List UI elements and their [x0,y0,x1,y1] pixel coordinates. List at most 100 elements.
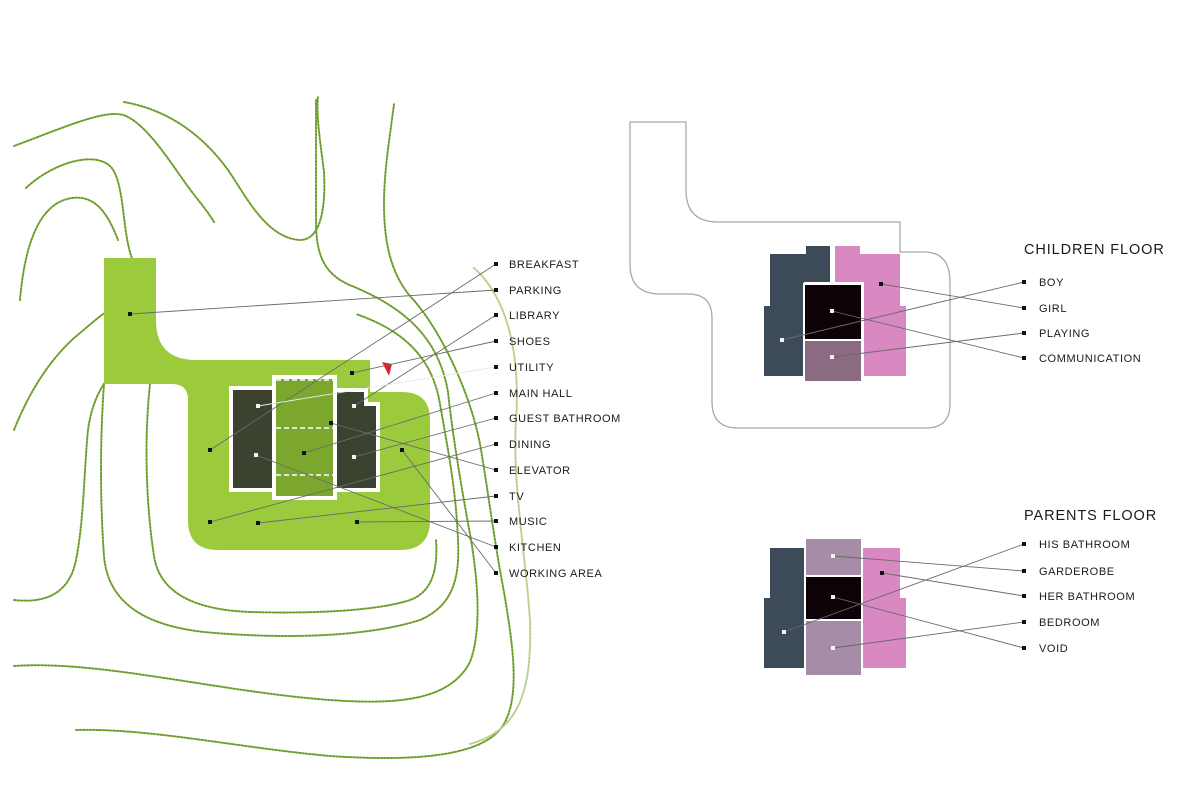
label-boy: BOY [1039,277,1064,289]
label-marker [1022,331,1026,335]
children-floor-labels: CHILDREN FLOOR BOY GIRL PLAYING COMMUNIC… [1022,242,1165,365]
leader-dot [831,554,835,558]
label-marker [494,365,498,369]
label-guest-bathroom: GUEST BATHROOM [509,413,621,425]
leader-line [401,449,497,574]
label-garderobe: GARDEROBE [1039,566,1115,578]
leader-dot [256,521,260,525]
leader-dot [880,571,884,575]
leader-line [353,417,497,458]
label-marker [494,339,498,343]
ground-floor-labels: BREAKFAST PARKING LIBRARY SHOES UTILITY … [494,259,621,580]
leader-line [255,454,497,548]
leader-dot [830,309,834,313]
label-communication: COMMUNICATION [1039,353,1141,365]
leader-dot [831,646,835,650]
label-marker [1022,280,1026,284]
label-marker [494,494,498,498]
leader-dot [352,404,356,408]
leader-dot [831,595,835,599]
label-marker [494,288,498,292]
label-marker [1022,620,1026,624]
black-room [803,283,863,341]
label-tv: TV [509,491,524,503]
contour-line [100,313,460,637]
contour-line [469,267,532,745]
label-marker [494,519,498,523]
pink-block [835,246,906,376]
central-hall [272,375,337,500]
leader-line [356,520,497,523]
parents-floor-title: PARENTS FLOOR [1024,508,1157,524]
leader-line [129,289,497,315]
mauve-room [803,339,863,383]
label-his-bathroom: HIS BATHROOM [1039,539,1130,551]
label-parking: PARKING [509,285,562,297]
label-marker [494,313,498,317]
label-girl: GIRL [1039,303,1067,315]
label-marker [1022,542,1026,546]
label-void: VOID [1039,643,1068,655]
label-marker [1022,569,1026,573]
leader-dot [780,338,784,342]
children-floor-leaders [780,281,1025,359]
leader-dot [329,421,333,425]
leader-line [832,596,1025,649]
label-music: MUSIC [509,516,547,528]
leader-line [880,283,1025,309]
leader-line [257,366,497,407]
label-library: LIBRARY [509,310,560,322]
label-marker [494,262,498,266]
leader-dot [128,312,132,316]
ground-floor-plan [104,258,430,550]
leader-line [351,340,497,374]
label-kitchen: KITCHEN [509,542,561,554]
contour-line [13,99,479,703]
leader-line [783,543,1025,633]
leader-dot [254,453,258,457]
label-marker [1022,646,1026,650]
label-breakfast: BREAKFAST [509,259,579,271]
children-floor-plan [629,121,951,429]
label-marker [494,416,498,420]
leader-line [881,572,1025,597]
slate-block [764,548,806,668]
contour-line [13,369,117,602]
east-wing [333,388,380,492]
label-marker [494,545,498,549]
children-floor-title: CHILDREN FLOOR [1024,242,1165,258]
leader-line [832,621,1025,649]
label-bedroom: BEDROOM [1039,617,1100,629]
label-marker [1022,594,1026,598]
leader-line [209,263,497,451]
label-marker [1022,306,1026,310]
label-marker [494,571,498,575]
leader-line [257,495,497,524]
contour-lines [13,95,532,760]
leader-dot [208,520,212,524]
leader-line [831,332,1025,358]
label-working-area: WORKING AREA [509,568,602,580]
slate-block [764,246,830,376]
leader-dot [256,404,260,408]
label-shoes: SHOES [509,336,551,348]
parents-floor-leaders [782,543,1025,650]
leader-dot [400,448,404,452]
pink-block [862,548,906,668]
label-her-bathroom: HER BATHROOM [1039,591,1135,603]
leader-line [831,310,1025,359]
label-utility: UTILITY [509,362,554,374]
ground-floor-leaders [128,263,497,574]
label-playing: PLAYING [1039,328,1090,340]
label-marker [494,468,498,472]
leader-dot [350,371,354,375]
leader-line [330,422,497,471]
contour-line [13,112,215,223]
leader-line [781,281,1025,341]
contour-line [13,310,111,431]
leader-dot [352,455,356,459]
leader-dot [830,355,834,359]
leader-dot [782,630,786,634]
label-marker [1022,356,1026,360]
